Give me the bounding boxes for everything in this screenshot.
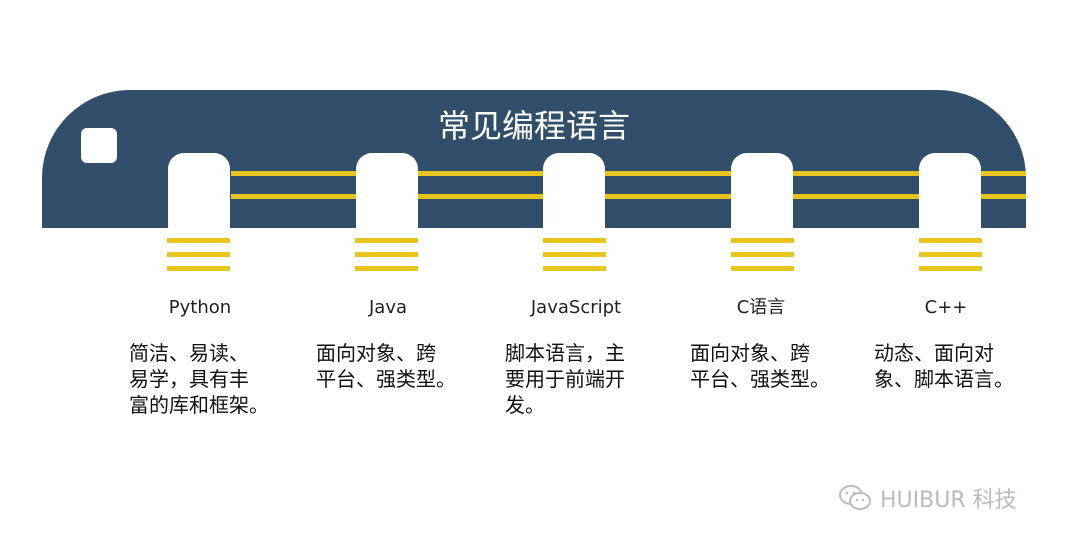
track-line-lower (231, 194, 1026, 199)
window-javascript (543, 153, 605, 228)
lang-name-python: Python (110, 296, 290, 320)
lang-name-java: Java (298, 296, 478, 320)
desc-java: 面向对象、跨 平台、强类型。 (316, 340, 456, 392)
desc-line: 面向对象、跨 (316, 340, 456, 366)
desc-line: 面向对象、跨 (690, 340, 830, 366)
window-python (168, 153, 230, 228)
desc-line: 平台、强类型。 (316, 366, 456, 392)
desc-cpp: 动态、面向对 象、脚本语言。 (874, 340, 1014, 392)
desc-line: 象、脚本语言。 (874, 366, 1014, 392)
watermark: HUIBUR 科技 (838, 482, 1053, 514)
lang-name-cpp: C++ (856, 296, 1036, 320)
lang-name-javascript: JavaScript (486, 296, 666, 320)
desc-line: 平台、强类型。 (690, 366, 830, 392)
train-banner: 常见编程语言 (42, 90, 1026, 228)
window-java (356, 153, 418, 228)
desc-python: 简洁、易读、 易学，具有丰 富的库和框架。 (129, 340, 269, 418)
stripes-javascript (543, 238, 606, 280)
watermark-text: HUIBUR 科技 (880, 482, 1017, 514)
stripes-c (731, 238, 794, 280)
desc-line: 简洁、易读、 (129, 340, 269, 366)
desc-line: 动态、面向对 (874, 340, 1014, 366)
stripes-cpp (919, 238, 982, 280)
stripes-java (355, 238, 418, 280)
lang-name-c: C语言 (671, 296, 851, 320)
wechat-icon (838, 484, 872, 512)
desc-line: 易学，具有丰 (129, 366, 269, 392)
desc-line: 富的库和框架。 (129, 392, 269, 418)
desc-line: 脚本语言，主 (505, 340, 645, 366)
front-window (81, 128, 117, 163)
desc-line: 发。 (505, 392, 645, 418)
window-cpp (919, 153, 981, 228)
desc-c: 面向对象、跨 平台、强类型。 (690, 340, 830, 392)
desc-line: 要用于前端开 (505, 366, 645, 392)
diagram-title: 常见编程语言 (42, 104, 1026, 148)
stripes-python (167, 238, 230, 280)
track-line-upper (231, 171, 1026, 176)
desc-javascript: 脚本语言，主 要用于前端开 发。 (505, 340, 645, 418)
window-c (731, 153, 793, 228)
